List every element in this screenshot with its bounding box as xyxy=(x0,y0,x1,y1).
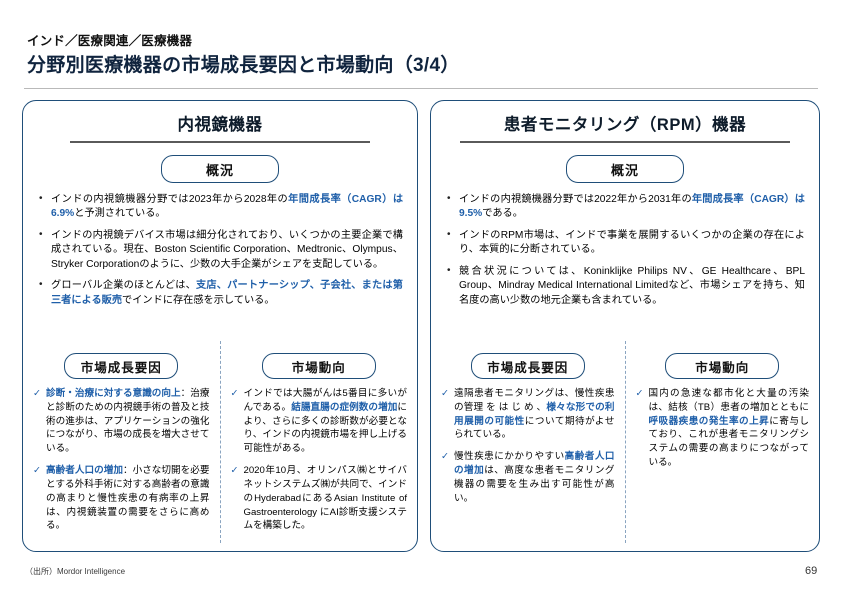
subsections-endoscope: 市場成長要因 診断・治療に対する意識の向上：治療と診断のための内視鏡手術の普及と… xyxy=(23,341,417,543)
list-item: 診断・治療に対する意識の向上：治療と診断のための内視鏡手術の普及と技術の進歩は、… xyxy=(33,387,210,456)
badge-market-trends-rpm: 市場動向 xyxy=(665,353,780,379)
subsection-trends-rpm: 市場動向 国内の急速な都市化と大量の汚染は、結核（TB）患者の増加とともに呼吸器… xyxy=(626,341,820,543)
highlighted-text: 年間成長率（CAGR）は6.9% xyxy=(51,194,404,220)
panel-title-rpm: 患者モニタリング（RPM）機器 xyxy=(503,116,747,134)
badge-market-drivers-rpm: 市場成長要因 xyxy=(470,353,585,379)
highlighted-text: 高齢者人口の増加 xyxy=(454,451,615,477)
body-text: ：治療と診断のための内視鏡手術の普及と技術の進歩は、アプリケーションの強化につな… xyxy=(46,388,210,455)
badge-market-drivers-endoscope: 市場成長要因 xyxy=(64,353,179,379)
body-text: 慢性疾患にかかりやすい xyxy=(454,451,565,463)
body-text: グローバル企業のほとんどは、 xyxy=(51,280,196,292)
body-text: インドのRPM市場は、インドで事業を展開するいくつかの企業の存在により、本質的に… xyxy=(459,229,805,256)
list-item: 高齢者人口の増加：小さな切開を必要とする外科手術に対する高齢者の意識の高まりと慢… xyxy=(33,464,210,533)
list-item: インドの内視鏡機器分野では2023年から2028年の年間成長率（CAGR）は6.… xyxy=(37,192,404,222)
subsections-rpm: 市場成長要因 遠隔患者モニタリングは、慢性疾患の管理 を は じ め 、様々な形… xyxy=(431,341,819,543)
badge-overview-endoscope: 概況 xyxy=(161,155,279,183)
body-text: について期待がよせられている。 xyxy=(454,415,615,441)
panel-endoscope: 内視鏡機器 概況 インドの内視鏡機器分野では2023年から2028年の年間成長率… xyxy=(22,100,418,552)
body-text: インドの内視鏡機器分野では2022年から2031年の xyxy=(459,194,692,205)
highlighted-text: 年間成長率（CAGR）は9.5% xyxy=(459,194,805,220)
body-text: により、さらに多くの診断数が必要となり、インドの内視鏡市場を押し上げる可能性があ… xyxy=(243,401,408,455)
trends-list-rpm: 国内の急速な都市化と大量の汚染は、結核（TB）患者の増加とともに呼吸器疾患の発生… xyxy=(636,387,810,470)
list-item: インドの内視鏡機器分野では2022年から2031年の年間成長率（CAGR）は9.… xyxy=(445,192,805,222)
source-note: （出所）Mordor Intelligence xyxy=(25,567,126,576)
breadcrumb-kicker: インド／医療関連／医療機器 xyxy=(27,34,193,48)
subsection-drivers-rpm: 市場成長要因 遠隔患者モニタリングは、慢性疾患の管理 を は じ め 、様々な形… xyxy=(431,341,626,543)
body-text: インドの内視鏡デバイス市場は細分化されており、いくつかの主要企業で構成されている… xyxy=(51,229,403,270)
header-divider xyxy=(24,88,818,89)
panel-title-rule xyxy=(70,141,370,143)
list-item: インドでは大腸がんは5番目に多いがんである。結腸直腸の症例数の増加により、さらに… xyxy=(231,387,408,456)
list-item: 競合状況については、Koninklijke Philips NV、GE Heal… xyxy=(445,264,805,308)
panel-title-endoscope: 内視鏡機器 xyxy=(177,116,263,134)
body-text: に寄与しており、これが患者モニタリングシステムの需要の高まりにつながっている。 xyxy=(648,415,810,469)
panel-rpm: 患者モニタリング（RPM）機器 概況 インドの内視鏡機器分野では2022年から2… xyxy=(430,100,820,552)
overview-list-endoscope: インドの内視鏡機器分野では2023年から2028年の年間成長率（CAGR）は6.… xyxy=(37,192,404,308)
body-text: でインドに存在感を示している。 xyxy=(122,294,275,306)
subsection-drivers-endoscope: 市場成長要因 診断・治療に対する意識の向上：治療と診断のための内視鏡手術の普及と… xyxy=(23,341,221,543)
body-text: インドでは大腸がんは5番目に多いがんである。 xyxy=(243,388,408,413)
list-item: インドのRPM市場は、インドで事業を展開するいくつかの企業の存在により、本質的に… xyxy=(445,228,805,258)
badge-overview-rpm: 概況 xyxy=(566,155,684,183)
drivers-list-rpm: 遠隔患者モニタリングは、慢性疾患の管理 を は じ め 、様々な形での利用展開の… xyxy=(441,387,615,506)
page-title: 分野別医療機器の市場成長要因と市場動向（3/4） xyxy=(27,55,460,76)
list-item: 国内の急速な都市化と大量の汚染は、結核（TB）患者の増加とともに呼吸器疾患の発生… xyxy=(636,387,810,470)
body-text: インドの内視鏡機器分野では2023年から2028年の xyxy=(51,194,289,205)
body-text: と予測されている。 xyxy=(74,208,166,220)
list-item: インドの内視鏡デバイス市場は細分化されており、いくつかの主要企業で構成されている… xyxy=(37,228,403,272)
body-text: ：小さな切開を必要とする外科手術に対する高齢者の意識の高まりと慢性疾患の有病率の… xyxy=(46,465,210,532)
body-text: 競合状況については、Koninklijke Philips NV、GE Heal… xyxy=(459,265,805,306)
list-item: 慢性疾患にかかりやすい高齢者人口の増加は、高度な患者モニタリング機器の需要を生み… xyxy=(441,450,615,505)
drivers-list-endoscope: 診断・治療に対する意識の向上：治療と診断のための内視鏡手術の普及と技術の進歩は、… xyxy=(33,387,210,533)
body-text: 遠隔患者モニタリングは、慢性疾患の管理 を は じ め 、 xyxy=(454,388,615,413)
body-text: である。 xyxy=(482,208,523,220)
highlighted-text: 診断・治療に対する意識の向上 xyxy=(46,388,181,399)
highlighted-text: 支店、パートナーシップ、子会社、または第三者による販売 xyxy=(51,280,403,306)
body-text: 2020年10月、オリンパス㈱とサイバネットシステムズ㈱が共同で、インドのHyd… xyxy=(243,465,408,532)
list-item: 遠隔患者モニタリングは、慢性疾患の管理 を は じ め 、様々な形での利用展開の… xyxy=(441,387,615,442)
list-item: グローバル企業のほとんどは、支店、パートナーシップ、子会社、または第三者による販… xyxy=(37,278,403,308)
body-text: 国内の急速な都市化と大量の汚染は、結核（TB）患者の増加とともに xyxy=(648,388,810,413)
subsection-trends-endoscope: 市場動向 インドでは大腸がんは5番目に多いがんである。結腸直腸の症例数の増加によ… xyxy=(221,341,418,543)
panel-title-rule xyxy=(460,141,790,143)
overview-list-rpm: インドの内視鏡機器分野では2022年から2031年の年間成長率（CAGR）は9.… xyxy=(445,192,805,308)
trends-list-endoscope: インドでは大腸がんは5番目に多いがんである。結腸直腸の症例数の増加により、さらに… xyxy=(231,387,408,533)
list-item: 2020年10月、オリンパス㈱とサイバネットシステムズ㈱が共同で、インドのHyd… xyxy=(231,464,408,533)
highlighted-text: 呼吸器疾患の発生率の上昇 xyxy=(648,415,770,427)
page-number: 69 xyxy=(805,565,818,577)
highlighted-text: 様々な形での利用展開の可能性 xyxy=(454,401,615,427)
highlighted-text: 結腸直腸の症例数の増加 xyxy=(291,401,398,413)
badge-market-trends-endoscope: 市場動向 xyxy=(261,353,376,379)
highlighted-text: 高齢者人口の増加 xyxy=(46,465,123,477)
body-text: は、高度な患者モニタリング機器の需要を生み出す可能性が高い。 xyxy=(454,465,615,504)
